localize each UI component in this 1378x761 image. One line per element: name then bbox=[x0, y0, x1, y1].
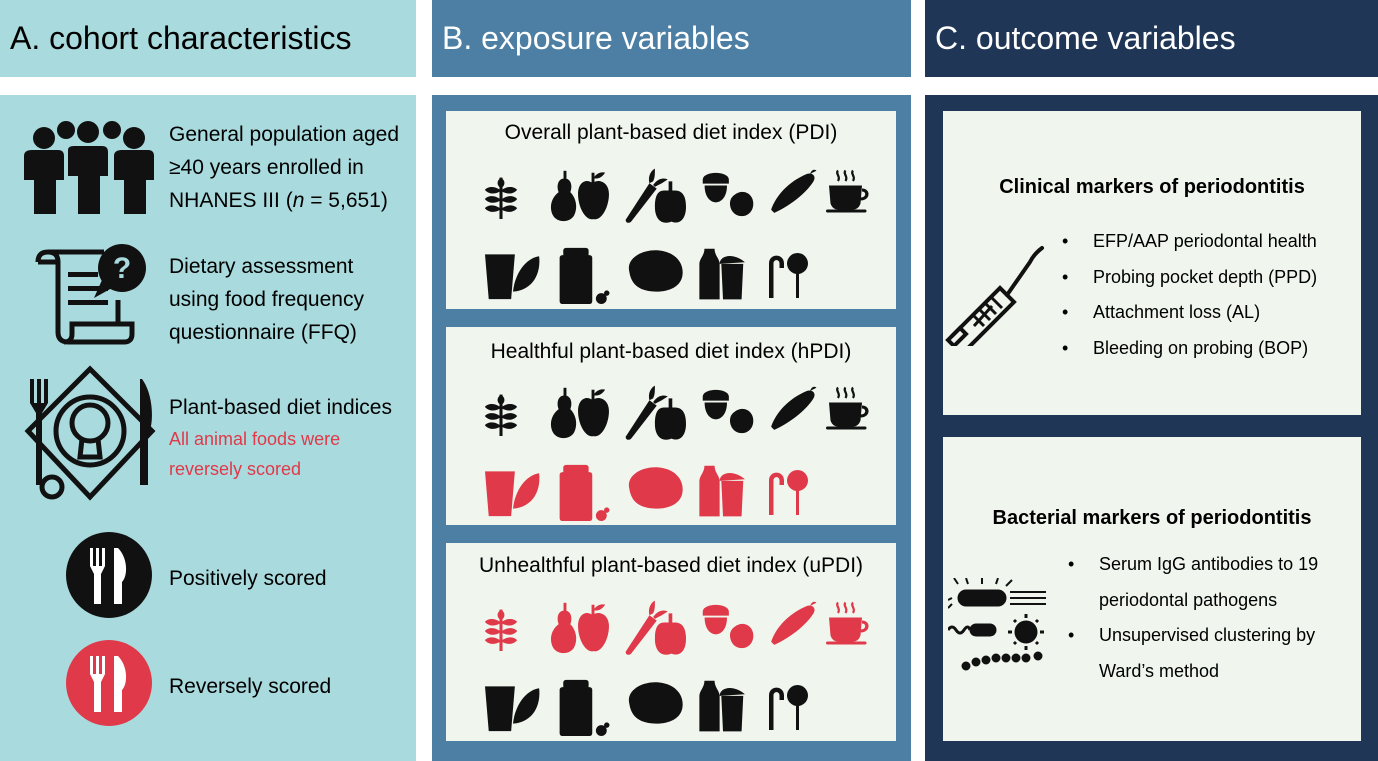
fruit-icon bbox=[550, 602, 609, 654]
refined-grain-icon bbox=[559, 247, 610, 304]
positive-cutlery-icon bbox=[66, 532, 152, 618]
clinical-item-text: EFP/AAP periodontal health bbox=[1093, 231, 1317, 251]
bacterial-item: •Serum IgG antibodies to 19 bbox=[1068, 554, 1319, 574]
tea-coffee-icon bbox=[826, 169, 870, 214]
clinical-item-text: Probing pocket depth (PPD) bbox=[1093, 266, 1318, 287]
vegetable-icon bbox=[625, 385, 686, 440]
panel-a-title: A. cohort characteristics bbox=[10, 20, 352, 56]
updi-card-title: Unhealthful plant-based diet index (uPDI… bbox=[478, 554, 864, 577]
panel-c-title: C. outcome variables bbox=[935, 20, 1236, 56]
sweets-icon bbox=[769, 685, 808, 730]
sweet-drink-icon bbox=[699, 680, 745, 732]
fruit-icon bbox=[550, 387, 609, 439]
people-group-icon bbox=[24, 121, 154, 214]
dietary-line-3: questionnaire (FFQ) bbox=[169, 321, 357, 344]
juice-icon bbox=[485, 254, 540, 300]
clinical-list: •EFP/AAP periodontal health •Probing poc… bbox=[1062, 224, 1317, 366]
sweet-drink-icon bbox=[699, 465, 745, 517]
clinical-item: •Attachment loss (AL) bbox=[1062, 302, 1261, 322]
legume-icon bbox=[771, 601, 817, 645]
bacterial-item: •Unsupervised clustering by bbox=[1068, 625, 1316, 645]
cohort-line-3-pre: NHANES III ( bbox=[169, 189, 293, 212]
pdi-card-title: Overall plant-based diet index (PDI) bbox=[504, 121, 838, 144]
legume-icon bbox=[771, 386, 817, 430]
panel-a-header: A. cohort characteristics bbox=[0, 0, 416, 77]
panel-c-header: C. outcome variables bbox=[925, 0, 1378, 77]
bacterial-title: Bacterial markers of periodontitis bbox=[992, 507, 1312, 529]
indices-line-1: Plant-based diet indices bbox=[169, 396, 392, 419]
indices-line-3: reversely scored bbox=[169, 459, 302, 479]
indices-line-2: All animal foods were bbox=[169, 429, 341, 449]
bacterial-item-cont: periodontal pathogens bbox=[1068, 583, 1318, 619]
sweets-icon bbox=[769, 253, 808, 298]
cohort-line-3: NHANES III (n = 5,651) bbox=[169, 184, 399, 217]
grain-icon bbox=[484, 609, 518, 651]
tea-coffee-icon bbox=[826, 601, 870, 646]
legume-icon bbox=[771, 169, 817, 213]
vegetable-icon bbox=[625, 168, 686, 223]
panel-b-title: B. exposure variables bbox=[442, 20, 750, 56]
clinical-item: •Bleeding on probing (BOP) bbox=[1062, 337, 1309, 358]
grain-icon bbox=[484, 177, 518, 219]
bacterial-item-cont: Ward’s method bbox=[1068, 654, 1318, 690]
dietary-line-1: Dietary assessment bbox=[169, 255, 354, 278]
bacterial-item-text: Unsupervised clustering by bbox=[1099, 625, 1316, 645]
cohort-line-3-post: = 5,651) bbox=[304, 189, 388, 212]
cohort-line-2: ≥40 years enrolled in bbox=[169, 156, 364, 179]
vegetable-icon bbox=[625, 600, 686, 655]
clinical-item-text: Bleeding on probing (BOP) bbox=[1093, 337, 1309, 358]
bacterial-card bbox=[943, 437, 1361, 741]
cohort-n-symbol: n bbox=[292, 189, 305, 212]
clinical-card bbox=[943, 111, 1361, 415]
panel-a-body bbox=[0, 95, 416, 761]
svg-text:?: ? bbox=[113, 252, 131, 285]
tea-coffee-icon bbox=[826, 386, 870, 431]
clinical-title: Clinical markers of periodontitis bbox=[999, 176, 1305, 198]
nut-icon bbox=[702, 389, 754, 434]
sweet-drink-icon bbox=[699, 248, 745, 300]
hpdi-card-title: Healthful plant-based diet index (hPDI) bbox=[490, 340, 852, 363]
indices-text: Plant-based diet indices All animal food… bbox=[169, 391, 392, 484]
dental-probe-icon bbox=[945, 246, 1044, 346]
potato-icon bbox=[628, 467, 683, 509]
questionnaire-scroll-icon: ? bbox=[35, 244, 146, 345]
nut-icon bbox=[702, 604, 754, 649]
bacterial-item-text: Ward’s method bbox=[1099, 660, 1220, 681]
potato-icon bbox=[628, 682, 683, 724]
potato-icon bbox=[628, 250, 683, 292]
reverse-label: Reversely scored bbox=[169, 675, 332, 698]
refined-grain-icon bbox=[559, 679, 610, 736]
grain-icon bbox=[484, 394, 518, 436]
panel-b-header: B. exposure variables bbox=[432, 0, 911, 77]
bacterial-item-text: periodontal pathogens bbox=[1099, 589, 1278, 610]
reverse-cutlery-icon bbox=[66, 640, 152, 726]
bacterial-item-text: Serum IgG antibodies to 19 bbox=[1099, 554, 1319, 574]
juice-icon bbox=[485, 471, 540, 517]
clinical-item: •EFP/AAP periodontal health bbox=[1062, 231, 1317, 251]
positive-label: Positively scored bbox=[169, 567, 327, 590]
clinical-item-text: Attachment loss (AL) bbox=[1093, 302, 1261, 322]
cohort-text: General population aged ≥40 years enroll… bbox=[169, 118, 399, 217]
fruit-icon bbox=[550, 170, 609, 222]
sweets-icon bbox=[769, 470, 808, 515]
clinical-item: •Probing pocket depth (PPD) bbox=[1062, 266, 1318, 287]
nut-icon bbox=[702, 172, 754, 217]
refined-grain-icon bbox=[559, 464, 610, 521]
plate-cutlery-icon bbox=[24, 365, 156, 501]
dietary-text: Dietary assessment using food frequency … bbox=[169, 250, 364, 349]
cohort-line-1: General population aged bbox=[169, 123, 400, 146]
bacteria-icon bbox=[948, 578, 1046, 671]
juice-icon bbox=[485, 686, 540, 732]
dietary-line-2: using food frequency bbox=[169, 288, 364, 311]
bacterial-list: •Serum IgG antibodies to 19 periodontal … bbox=[1068, 547, 1318, 689]
